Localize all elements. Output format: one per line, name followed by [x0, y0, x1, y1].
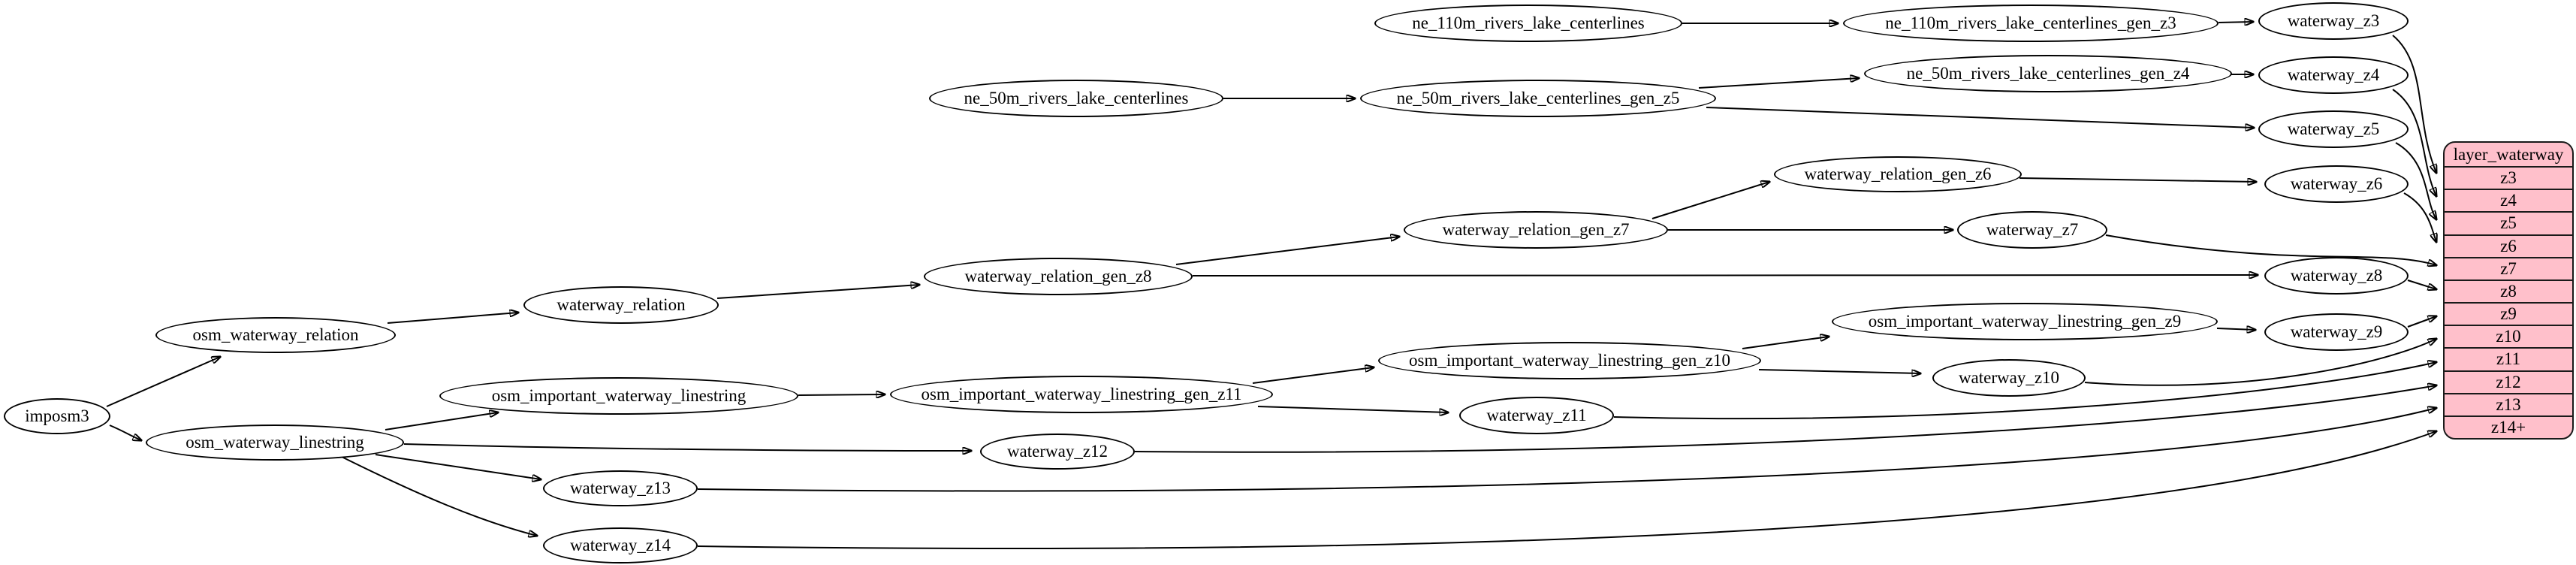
- node-waterway_relation_gen_z6: waterway_relation_gen_z6: [1774, 156, 2022, 192]
- table-row-z5: z5: [2445, 211, 2572, 234]
- table-row-z10: z10: [2445, 325, 2572, 347]
- node-osm_waterway_linestring: osm_waterway_linestring: [146, 425, 404, 461]
- table-row-z13: z13: [2445, 392, 2572, 415]
- node-waterway_z4: waterway_z4: [2258, 56, 2409, 94]
- table-row-z11: z11: [2445, 347, 2572, 370]
- edge-gen_z10-to-waterway_z10: [1758, 369, 1920, 373]
- edge-osm_waterway_linestring-to-waterway_z12: [403, 443, 971, 451]
- node-waterway_relation: waterway_relation: [523, 286, 719, 324]
- edge-waterway_relation_gen_z8-to-waterway_relation_gen_z7: [1175, 237, 1399, 265]
- node-waterway_z10: waterway_z10: [1932, 359, 2086, 397]
- node-ne_50m_rivers_lake_centerlines_gen_z5: ne_50m_rivers_lake_centerlines_gen_z5: [1360, 80, 1716, 117]
- node-waterway_z11: waterway_z11: [1459, 397, 1614, 434]
- edge-waterway_z4-to-row-z4: [2392, 89, 2436, 196]
- node-waterway_z5: waterway_z5: [2258, 110, 2409, 148]
- edge-waterway_z3-to-row-z3: [2392, 35, 2436, 173]
- node-osm_important_waterway_linestring_gen_z9: osm_important_waterway_linestring_gen_z9: [1832, 303, 2218, 340]
- edge-waterway_z5-to-row-z5: [2395, 142, 2436, 219]
- node-waterway_z6: waterway_z6: [2264, 165, 2409, 203]
- table-row-z9: z9: [2445, 302, 2572, 325]
- edge-waterway_z6-to-row-z6: [2403, 192, 2436, 242]
- node-waterway_z9: waterway_z9: [2264, 313, 2409, 351]
- node-waterway_z13: waterway_z13: [543, 470, 698, 506]
- edge-ne_110m_gen_z3-to-waterway_z3: [2218, 22, 2253, 23]
- table-header-layer_waterway: layer_waterway: [2453, 144, 2564, 164]
- node-osm_important_waterway_linestring_gen_z10: osm_important_waterway_linestring_gen_z1…: [1378, 342, 1761, 379]
- node-osm_waterway_relation: osm_waterway_relation: [155, 317, 396, 353]
- node-waterway_z7: waterway_z7: [1957, 211, 2107, 249]
- edge-waterway_z14-to-row-z14plus: [697, 431, 2436, 549]
- node-osm_important_waterway_linestring_gen_z11: osm_important_waterway_linestring_gen_z1…: [890, 376, 1273, 413]
- edge-waterway_z11-to-row-z11: [1613, 362, 2436, 420]
- edge-imposm3-to-osm_waterway_relation: [106, 357, 220, 407]
- node-ne_110m_rivers_lake_centerlines: ne_110m_rivers_lake_centerlines: [1374, 5, 1682, 42]
- table-row-z8: z8: [2445, 279, 2572, 302]
- edge-waterway_relation-to-waterway_relation_gen_z8: [716, 285, 919, 299]
- table-row-z4: z4: [2445, 189, 2572, 211]
- edge-waterway_relation_gen_z6-to-waterway_z6: [2019, 177, 2256, 182]
- edge-waterway_z10-to-row-z10: [2084, 339, 2436, 386]
- edge-gen_z11-to-waterway_z11: [1257, 406, 1448, 412]
- node-waterway_relation_gen_z8: waterway_relation_gen_z8: [924, 258, 1193, 295]
- edge-waterway_z9-to-row-z9: [2407, 316, 2436, 328]
- node-osm_important_waterway_linestring: osm_important_waterway_linestring: [439, 377, 798, 415]
- edge-ne_50m_gen_z5-to-ne_50m_gen_z4: [1698, 78, 1859, 89]
- edge-waterway_relation_gen_z8-to-waterway_z8: [1192, 275, 2258, 277]
- edge-waterway_z12-to-row-z12: [1134, 385, 2436, 453]
- table-row-z7: z7: [2445, 256, 2572, 279]
- table-row-z3: z3: [2445, 166, 2572, 189]
- edge-waterway_z7-to-row-z7: [2105, 234, 2436, 265]
- edge-osm_waterway_relation-to-waterway_relation: [387, 313, 518, 324]
- edge-waterway_relation_gen_z7-to-waterway_relation_gen_z6: [1651, 182, 1769, 219]
- layer-waterway-table: layer_waterway z3 z4 z5 z6 z7 z8 z9 z10 …: [2443, 141, 2574, 440]
- node-waterway_z8: waterway_z8: [2264, 257, 2409, 295]
- edge-gen_z11-to-gen_z10: [1252, 367, 1374, 384]
- edge-gen_z10-to-gen_z9: [1742, 337, 1829, 349]
- edge-osm_important_waterway_linestring-to-gen_z11: [798, 394, 885, 395]
- edge-gen_z9-to-waterway_z9: [2216, 328, 2255, 330]
- node-imposm3: imposm3: [4, 398, 110, 434]
- table-row-z12: z12: [2445, 370, 2572, 393]
- node-ne_110m_rivers_lake_centerlines_gen_z3: ne_110m_rivers_lake_centerlines_gen_z3: [1843, 5, 2219, 42]
- node-waterway_z12: waterway_z12: [980, 434, 1135, 470]
- edge-imposm3-to-osm_waterway_linestring: [109, 425, 141, 440]
- edge-ne_50m_gen_z5-to-waterway_z5: [1706, 107, 2254, 128]
- node-waterway_z14: waterway_z14: [543, 527, 698, 563]
- edge-osm_waterway_linestring-to-waterway_z14: [341, 456, 537, 536]
- edge-osm_waterway_linestring-to-waterway_z13: [375, 454, 541, 479]
- node-ne_50m_rivers_lake_centerlines_gen_z4: ne_50m_rivers_lake_centerlines_gen_z4: [1864, 55, 2232, 92]
- edge-waterway_z13-to-row-z13: [697, 408, 2436, 492]
- table-row-z14plus: z14+: [2445, 415, 2572, 438]
- edge-waterway_z8-to-row-z8: [2407, 279, 2436, 289]
- edge-osm_waterway_linestring-to-osm_important_waterway_linestring: [385, 412, 498, 431]
- node-waterway_z3: waterway_z3: [2258, 2, 2409, 40]
- table-row-z6: z6: [2445, 234, 2572, 257]
- node-waterway_relation_gen_z7: waterway_relation_gen_z7: [1404, 211, 1668, 249]
- node-ne_50m_rivers_lake_centerlines: ne_50m_rivers_lake_centerlines: [929, 80, 1223, 117]
